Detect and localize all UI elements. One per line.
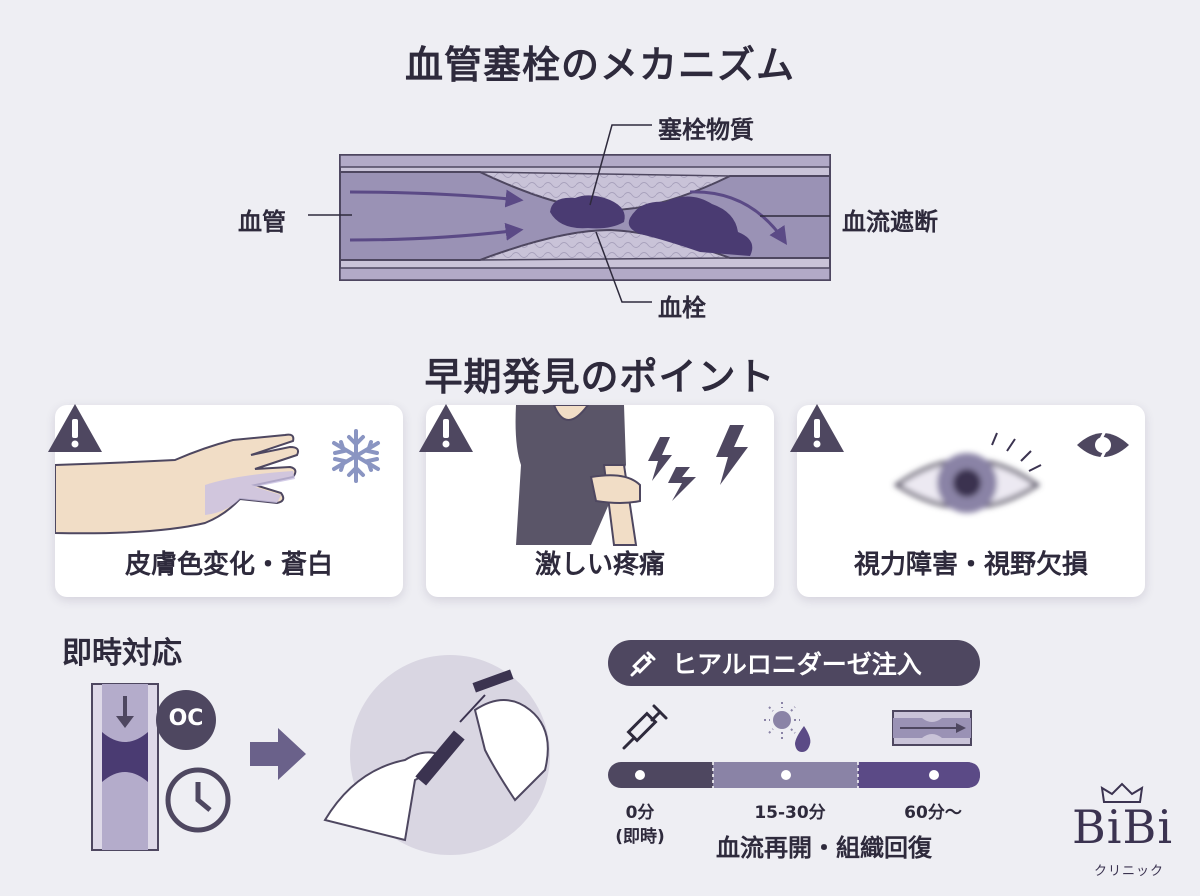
brand-subtitle: クリニック	[1094, 864, 1165, 879]
injection-illustration	[323, 655, 550, 855]
warning-icon	[48, 404, 102, 452]
oc-badge-label: OC	[168, 706, 204, 731]
broken-eye-icon	[1077, 430, 1129, 460]
warning-icon	[419, 404, 473, 452]
oc-badge	[156, 690, 216, 750]
card-skin-color: 皮膚色変化・蒼白	[55, 405, 403, 597]
clock-icon	[165, 767, 231, 833]
label-vessel: 血管	[238, 208, 286, 236]
dissolve-icon	[764, 702, 811, 752]
main-title: 血管塞栓のメカニズム	[404, 43, 795, 87]
pill-label: ヒアルロニダーゼ注入	[672, 650, 922, 679]
timeline-t1: 15-30分	[754, 803, 826, 823]
warning-icon	[790, 404, 844, 452]
early-detection-title: 早期発見のポイント	[424, 355, 776, 399]
label-thrombus: 血栓	[658, 294, 706, 322]
label-flow-blocked: 血流遮断	[842, 208, 938, 236]
hand-illustration	[55, 433, 300, 535]
vessel-diagram	[308, 124, 831, 303]
brand-logo: BiBi	[1072, 800, 1174, 854]
syringe-icon	[630, 651, 656, 677]
arm-pain-illustration	[515, 405, 641, 546]
timeline-marker	[781, 770, 791, 780]
card-caption: 激しい疼痛	[534, 550, 665, 580]
timeline-bar	[608, 762, 980, 788]
thrombus-shape	[628, 196, 753, 256]
syringe-icon	[622, 704, 668, 750]
lightning-icon	[648, 425, 748, 501]
vessel-occlusion-illustration	[91, 683, 231, 851]
snowflake-icon	[332, 429, 380, 483]
timeline-t2: 60分〜	[904, 803, 962, 823]
card-caption: 皮膚色変化・蒼白	[124, 550, 333, 580]
card-vision-loss: 視力障害・視野欠損	[797, 405, 1145, 597]
timeline-marker	[635, 770, 645, 780]
timeline-t0: 0分	[625, 803, 655, 823]
timeline-outcome: 血流再開・組織回復	[716, 834, 932, 862]
blurred-eye-illustration	[893, 432, 1042, 513]
label-embolic-material: 塞栓物質	[658, 116, 754, 144]
vessel-flow-icon	[892, 710, 972, 746]
card-caption: 視力障害・視野欠損	[853, 550, 1088, 580]
crown-icon	[1100, 782, 1144, 803]
timeline-t0-note: (即時)	[615, 827, 665, 847]
immediate-response-title: 即時対応	[62, 636, 182, 671]
embolus-shape	[550, 195, 625, 229]
right-arrow-icon	[250, 728, 306, 780]
hyaluronidase-pill: ヒアルロニダーゼ注入	[608, 640, 980, 686]
timeline-marker	[929, 770, 939, 780]
card-severe-pain: 激しい疼痛	[426, 405, 774, 597]
